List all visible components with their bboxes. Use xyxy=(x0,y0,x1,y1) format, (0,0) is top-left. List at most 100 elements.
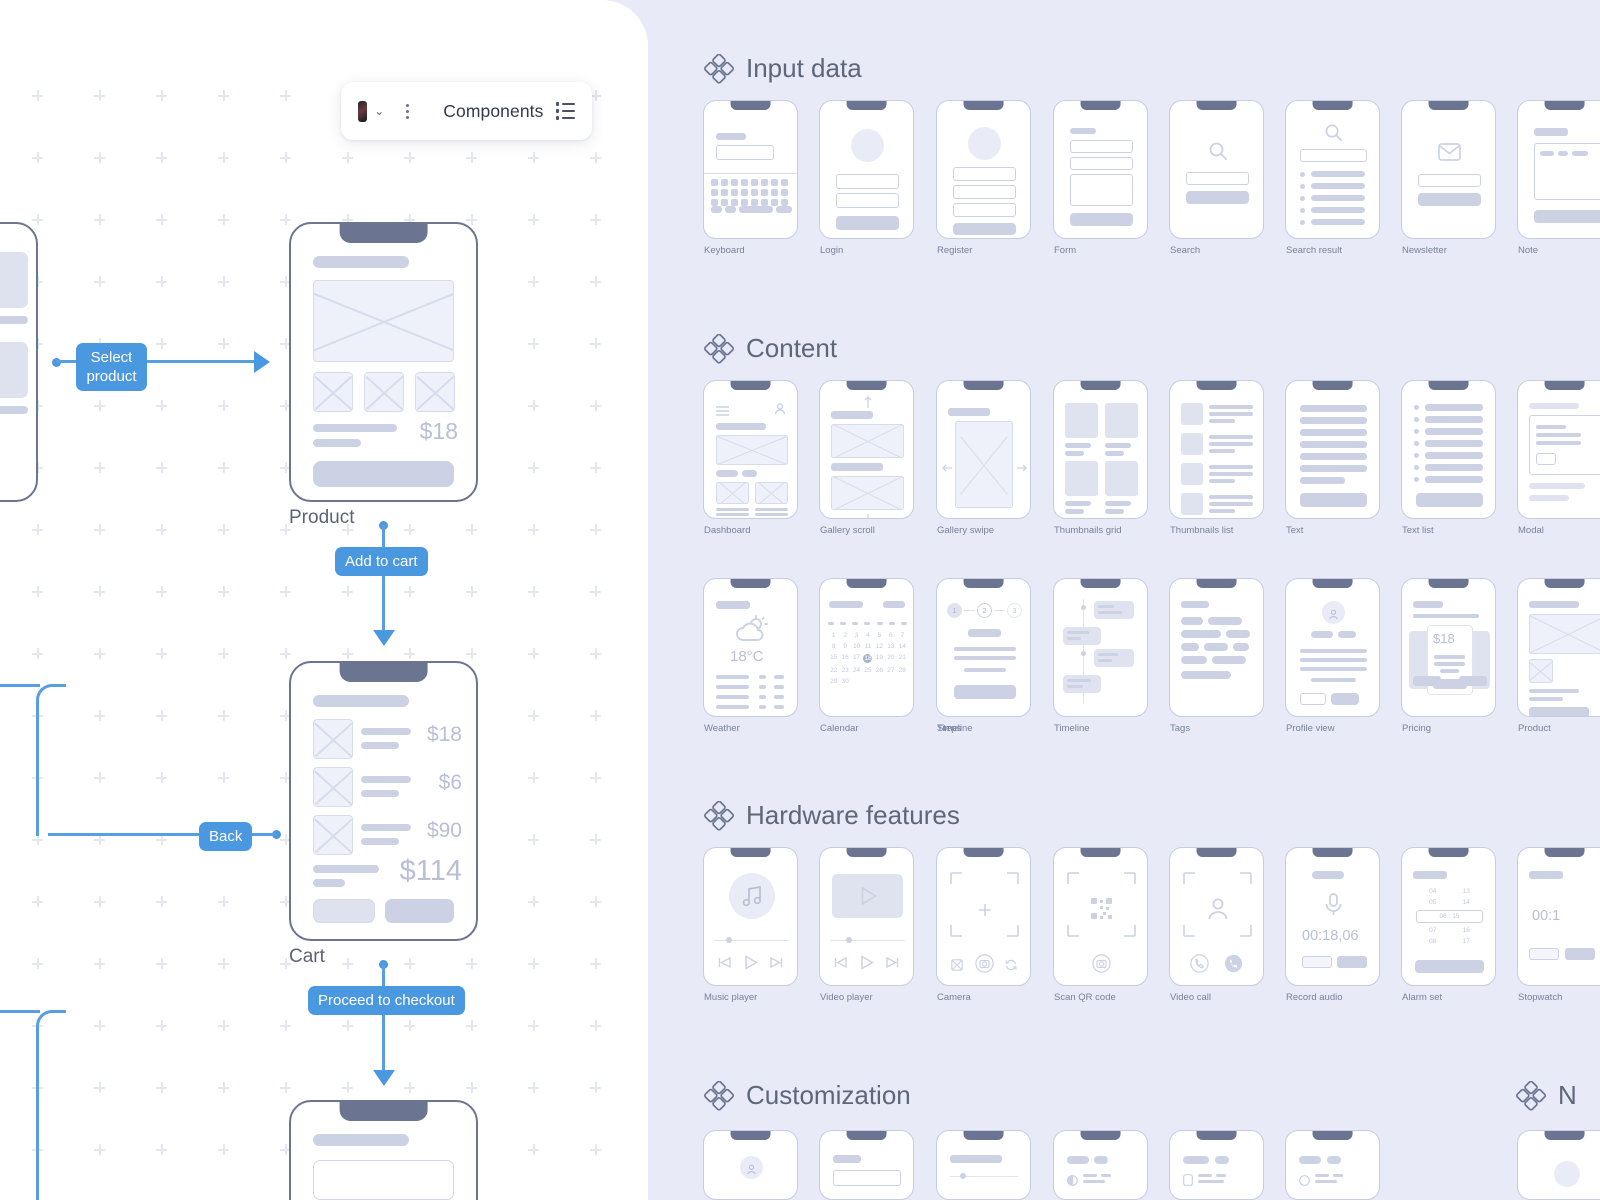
component-library-panel[interactable]: Input data Keyboard Login xyxy=(648,0,1600,1200)
component-card-customization-5[interactable] xyxy=(1169,1130,1264,1200)
calendar-day[interactable]: 22 xyxy=(830,667,838,674)
connector-label-add-to-cart[interactable]: Add to cart xyxy=(335,547,428,576)
component-card-text-list[interactable]: Text list xyxy=(1401,380,1496,536)
component-card-customization-3[interactable] xyxy=(936,1130,1031,1200)
calendar-day[interactable]: 30 xyxy=(841,678,849,685)
component-card-profile-view[interactable]: Profile view xyxy=(1285,578,1380,734)
connector-label-checkout[interactable]: Proceed to checkout xyxy=(308,986,465,1015)
connector-label-select-product[interactable]: Select product xyxy=(76,343,147,391)
shutter-icon[interactable] xyxy=(1092,954,1111,978)
gallery-icon[interactable] xyxy=(951,958,963,976)
component-card-modal[interactable]: Modal xyxy=(1517,380,1600,536)
component-card-thumbnails-grid[interactable]: Thumbnails grid xyxy=(1053,380,1148,536)
calendar-day[interactable]: 16 xyxy=(841,654,849,661)
component-card-dashboard[interactable]: Dashboard xyxy=(703,380,798,536)
switch-camera-icon[interactable] xyxy=(1005,958,1017,976)
component-card-tags[interactable]: Tags xyxy=(1169,578,1264,734)
component-card-search[interactable]: Search xyxy=(1169,100,1264,256)
calendar-day[interactable]: 14 xyxy=(898,643,906,650)
calendar-day[interactable]: 13 xyxy=(887,643,895,650)
component-card-text[interactable]: Text xyxy=(1285,380,1380,536)
calendar-day[interactable]: 19 xyxy=(875,654,884,661)
calendar-day-selected[interactable]: 18 xyxy=(863,654,873,663)
next-track-icon[interactable] xyxy=(770,956,783,974)
calendar-day[interactable]: 23 xyxy=(841,667,849,674)
component-card-scan-qr-code[interactable]: Scan QR code xyxy=(1053,847,1148,1003)
canvas-toolbar[interactable]: ⌄ Components xyxy=(341,82,592,140)
component-card-steps[interactable]: 1 2 3 Timeline Steps xyxy=(936,578,1031,734)
calendar-day[interactable]: 9 xyxy=(843,643,847,650)
connector-label-back[interactable]: Back xyxy=(199,822,253,851)
component-card-music-player[interactable]: Music player xyxy=(703,847,798,1003)
chevron-down-icon[interactable]: ⌄ xyxy=(374,104,385,118)
component-card-record-audio[interactable]: 00:18,06 Record audio xyxy=(1285,847,1380,1003)
calendar-day[interactable]: 12 xyxy=(875,643,884,650)
calendar-day[interactable]: 17 xyxy=(852,654,861,661)
component-card-form[interactable]: Form xyxy=(1053,100,1148,256)
component-card-customization-2[interactable] xyxy=(819,1130,914,1200)
flow-canvas[interactable]: ⌄ Components Select product $18 Product … xyxy=(0,0,648,1200)
previous-track-icon[interactable] xyxy=(718,956,731,974)
next-track-icon[interactable] xyxy=(886,956,899,974)
play-icon[interactable] xyxy=(860,886,878,911)
component-card-login[interactable]: Login xyxy=(819,100,914,256)
component-card-product[interactable]: Product xyxy=(1517,578,1600,734)
calendar-day[interactable]: 29 xyxy=(830,678,838,685)
component-card-camera[interactable]: Camera xyxy=(936,847,1031,1003)
flow-node-product[interactable]: $18 xyxy=(289,222,478,502)
component-card-video-call[interactable]: Video call xyxy=(1169,847,1264,1003)
checkbox-icon[interactable] xyxy=(1183,1173,1193,1191)
component-card-weather[interactable]: 18°C Weather xyxy=(703,578,798,734)
alarm-selected[interactable]: 06 : 15 xyxy=(1416,910,1483,923)
calendar-day[interactable]: 1 xyxy=(831,632,836,639)
component-card-stopwatch[interactable]: 00:1 Stopwatch xyxy=(1517,847,1600,1003)
calendar-day[interactable]: 2 xyxy=(843,632,847,639)
calendar-day[interactable]: 6 xyxy=(889,632,893,639)
calendar-day[interactable]: 5 xyxy=(877,632,882,639)
component-card-gallery-swipe[interactable]: Gallery swipe xyxy=(936,380,1031,536)
component-card-keyboard[interactable]: Keyboard xyxy=(703,100,798,256)
component-card-customization-6[interactable] xyxy=(1285,1130,1380,1200)
flow-node-catalog[interactable] xyxy=(0,222,38,502)
component-card-timeline[interactable]: Timeline xyxy=(1053,578,1148,734)
calendar-day[interactable]: 7 xyxy=(900,632,905,639)
component-card-gallery-scroll[interactable]: Gallery scroll xyxy=(819,380,914,536)
component-card-alarm-set[interactable]: 04 13 05 14 06 : 15 07 16 08 17 Alar xyxy=(1401,847,1496,1003)
component-card-note[interactable]: Note xyxy=(1517,100,1600,256)
flow-node-checkout[interactable] xyxy=(289,1100,478,1200)
component-card-newsletter[interactable]: Newsletter xyxy=(1401,100,1496,256)
radio-icon[interactable] xyxy=(1299,1173,1310,1191)
calendar-day[interactable]: 15 xyxy=(830,654,838,661)
play-icon[interactable] xyxy=(860,955,875,975)
call-end-icon[interactable] xyxy=(1224,954,1243,978)
calendar-day[interactable]: 4 xyxy=(866,632,870,639)
calendar-day[interactable]: 8 xyxy=(831,643,836,650)
calendar-day[interactable]: 24 xyxy=(852,667,861,674)
play-icon[interactable] xyxy=(744,955,759,975)
call-accept-icon[interactable] xyxy=(1190,954,1209,978)
calendar-day[interactable]: 3 xyxy=(854,632,859,639)
component-card-pricing[interactable]: $18 Pricing xyxy=(1401,578,1496,734)
previous-track-icon[interactable] xyxy=(834,956,847,974)
component-card-customization-4[interactable] xyxy=(1053,1130,1148,1200)
list-view-icon[interactable] xyxy=(555,102,575,120)
calendar-day[interactable]: 11 xyxy=(864,643,872,650)
calendar-day[interactable]: 20 xyxy=(887,654,895,661)
kebab-menu-icon[interactable] xyxy=(406,103,410,119)
calendar-day[interactable]: 26 xyxy=(875,667,884,674)
component-card-video-player[interactable]: Video player xyxy=(819,847,914,1003)
calendar-day[interactable]: 10 xyxy=(852,643,861,650)
component-card-customization-1[interactable] xyxy=(703,1130,798,1200)
calendar-day[interactable]: 28 xyxy=(898,667,906,674)
component-card-register[interactable]: Register xyxy=(936,100,1031,256)
flow-node-cart[interactable]: $18 $6 $90 $114 xyxy=(289,661,478,941)
calendar-day[interactable]: 27 xyxy=(887,667,895,674)
component-card-customization-7[interactable] xyxy=(1517,1130,1600,1200)
calendar-day[interactable]: 25 xyxy=(864,667,872,674)
radio-half-icon[interactable] xyxy=(1067,1173,1078,1191)
calendar-day[interactable]: 21 xyxy=(898,654,906,661)
component-card-thumbnails-list[interactable]: Thumbnails list xyxy=(1169,380,1264,536)
file-thumbnail-icon[interactable] xyxy=(358,100,368,122)
shutter-icon[interactable] xyxy=(975,954,994,978)
